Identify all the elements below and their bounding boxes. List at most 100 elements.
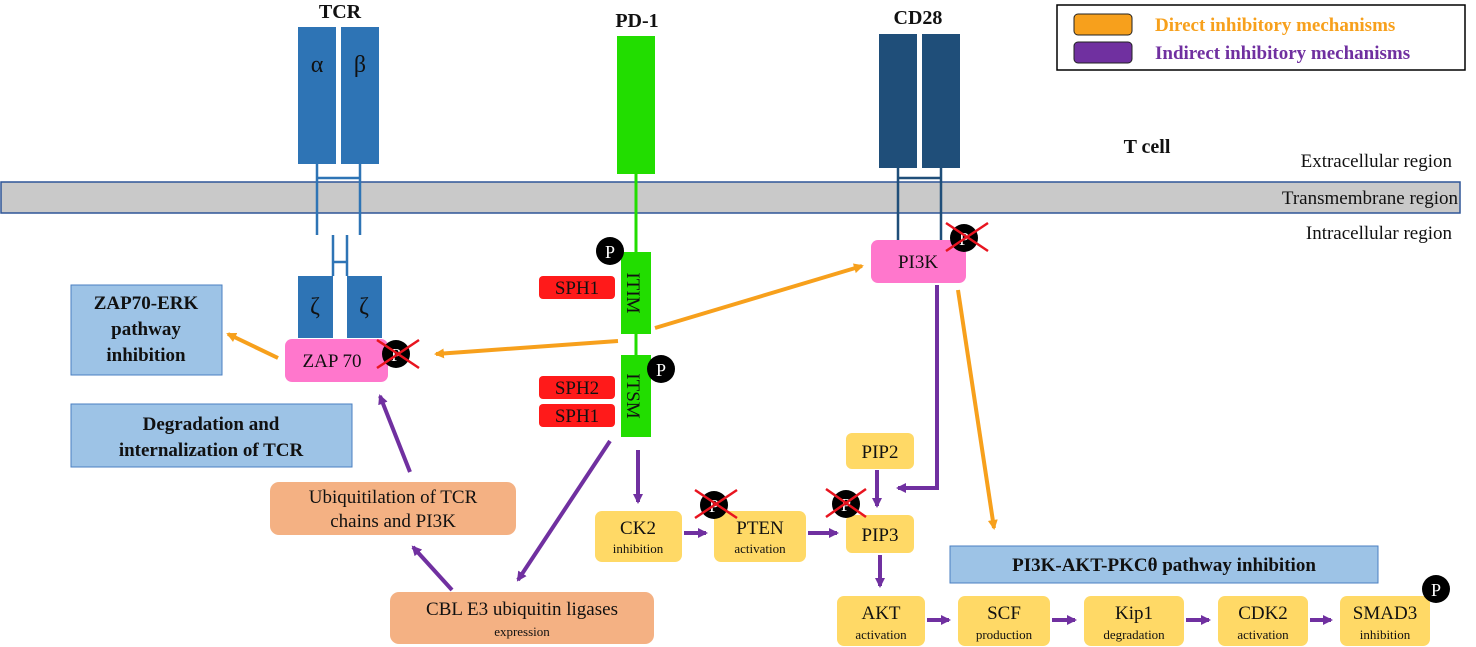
pd1-extracellular-domain xyxy=(617,36,655,174)
pi3k-label: PI3K xyxy=(898,252,938,273)
sph-phosphatases: SPH1 SPH2 SPH1 xyxy=(539,276,615,427)
smad3-node: SMAD3 inhibition P xyxy=(1340,575,1450,646)
smad3-phosphate xyxy=(1422,575,1450,603)
arrow-pd1-to-pi3k xyxy=(654,263,864,330)
cbl-label: CBL E3 ubiquitin ligases xyxy=(426,599,618,620)
ck2-box xyxy=(595,511,682,562)
cd28-transmembrane-links xyxy=(896,168,943,240)
itim-label: ITIM xyxy=(622,272,643,313)
legend: Direct inhibitory mechanisms Indirect in… xyxy=(1056,4,1466,71)
legend-indirect-swatch xyxy=(1073,41,1133,64)
extracellular-region-label: Extracellular region xyxy=(1301,151,1453,172)
akt-label: AKT xyxy=(861,603,900,624)
sph1-top-label: SPH1 xyxy=(555,278,599,299)
cdk2-box xyxy=(1218,596,1308,646)
kip1-sublabel: degradation xyxy=(1103,627,1165,642)
zap70-phosphate-blocked-icon xyxy=(376,338,420,370)
arrow-zap70-to-erk xyxy=(226,332,279,360)
cdk2-sublabel: activation xyxy=(1237,627,1289,642)
ubiquitilation-line2: chains and PI3K xyxy=(330,511,456,532)
kip1-box xyxy=(1084,596,1184,646)
cdk2-label: CDK2 xyxy=(1238,603,1288,624)
outcome-pi3k-akt: PI3K-AKT-PKCθ pathway inhibition xyxy=(949,545,1379,584)
arrow-itsm-to-cbl xyxy=(516,439,612,582)
zap70-erk-line3: inhibition xyxy=(106,345,186,366)
cbl-sublabel: expression xyxy=(494,624,550,639)
ubiquitilation-node: Ubiquitilation of TCR chains and PI3K xyxy=(270,482,516,535)
pi3k-node xyxy=(871,240,966,283)
arrow-ubiquitilation-to-zap70 xyxy=(378,394,412,473)
pip3-node: PIP3 xyxy=(846,515,914,553)
degradation-box xyxy=(70,403,353,468)
cell-label: T cell xyxy=(1124,136,1171,158)
zap70-node xyxy=(285,339,388,382)
arrow-pi3k-to-pi3k-akt xyxy=(956,289,998,530)
scf-sublabel: production xyxy=(976,627,1033,642)
outcome-zap70-erk: ZAP70-ERK pathway inhibition xyxy=(70,284,223,376)
pip3-label: PIP3 xyxy=(862,525,899,546)
itim-phosphate-label: P xyxy=(605,242,615,262)
legend-direct-label: Direct inhibitory mechanisms xyxy=(1155,15,1395,36)
sph1-bottom-label: SPH1 xyxy=(555,406,599,427)
ubiquitilation-line1: Ubiquitilation of TCR xyxy=(309,487,478,508)
pip3-phosphate-blocked-icon xyxy=(825,487,867,519)
arrow-pi3k-to-pip3 xyxy=(896,285,939,493)
zap70-erk-box xyxy=(70,284,223,376)
smad3-phosphate-label: P xyxy=(1431,580,1441,600)
pi3k-phosphate-blocked-icon xyxy=(945,221,989,253)
pten-box xyxy=(714,511,806,562)
zap70-erk-line2: pathway xyxy=(111,319,181,340)
indirect-arrows xyxy=(378,285,1333,625)
pip2-node: PIP2 xyxy=(846,433,914,469)
itim-motif xyxy=(621,252,651,334)
legend-indirect-label: Indirect inhibitory mechanisms xyxy=(1155,43,1410,64)
pip2-label: PIP2 xyxy=(862,442,899,463)
pip3-phosphate-label: P xyxy=(841,495,851,515)
transmembrane-region-label: Transmembrane region xyxy=(1282,188,1459,209)
tcr-zeta2-label: ζ xyxy=(359,294,369,320)
ck2-node: CK2 inhibition xyxy=(595,511,682,562)
tcr-zeta-chain-2 xyxy=(347,276,382,338)
cell-membrane xyxy=(0,181,1461,214)
tcr-transmembrane-links xyxy=(315,164,362,276)
cbl-node: CBL E3 ubiquitin ligases expression xyxy=(390,592,654,644)
cdk2-node: CDK2 activation xyxy=(1218,596,1308,646)
smad3-label: SMAD3 xyxy=(1353,603,1417,624)
cd28-receptor: CD28 xyxy=(879,7,960,240)
kip1-node: Kip1 degradation xyxy=(1084,596,1184,646)
sph1-bottom-box xyxy=(539,404,615,427)
cd28-chain-2 xyxy=(922,34,960,168)
tcr-alpha-chain xyxy=(298,27,336,164)
akt-sublabel: activation xyxy=(855,627,907,642)
tcr-title: TCR xyxy=(319,1,362,23)
ck2-label: CK2 xyxy=(620,518,656,539)
ck2-sublabel: inhibition xyxy=(613,541,664,556)
kip1-label: Kip1 xyxy=(1115,603,1153,624)
sph2-label: SPH2 xyxy=(555,378,599,399)
akt-node: AKT activation xyxy=(837,596,925,646)
pten-label: PTEN xyxy=(736,518,784,539)
scf-label: SCF xyxy=(987,603,1021,624)
itsm-phosphate-label: P xyxy=(656,360,666,380)
tcr-zeta1-label: ζ xyxy=(310,294,320,320)
smad3-sublabel: inhibition xyxy=(1360,627,1411,642)
pip3-box xyxy=(846,515,914,553)
zap70-label: ZAP 70 xyxy=(303,351,362,372)
scf-node: SCF production xyxy=(958,596,1050,646)
sph1-top-box xyxy=(539,276,615,299)
itsm-motif xyxy=(621,355,651,437)
degradation-line2: internalization of TCR xyxy=(119,440,304,461)
pd1-title: PD-1 xyxy=(615,10,658,32)
ubiquitilation-box xyxy=(270,482,516,535)
cd28-title: CD28 xyxy=(894,7,943,29)
cd28-chain-1 xyxy=(879,34,917,168)
arrow-pd1-to-zap70 xyxy=(434,339,619,359)
tcr-alpha-label: α xyxy=(311,52,324,78)
pd1-receptor: PD-1 ITIM ITSM P P xyxy=(596,10,675,437)
direct-arrows xyxy=(226,263,998,530)
tcr-beta-chain xyxy=(341,27,379,164)
pip2-box xyxy=(846,433,914,469)
itsm-phosphate xyxy=(647,355,675,383)
